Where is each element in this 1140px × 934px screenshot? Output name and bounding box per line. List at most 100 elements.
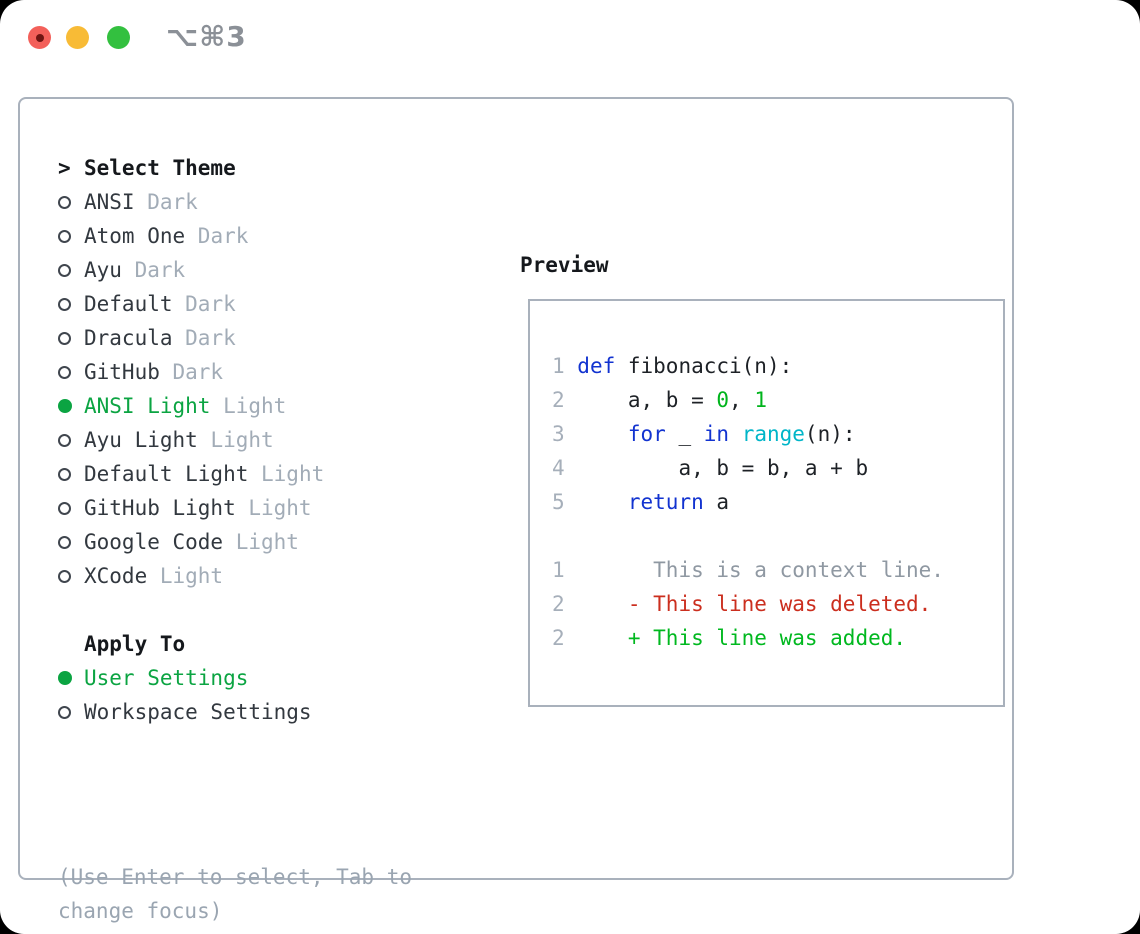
apply-option-workspace-settings[interactable]: Workspace Settings	[58, 695, 312, 729]
apply-option-user-settings[interactable]: User Settings	[58, 661, 312, 695]
help-text-line: change focus)	[58, 899, 223, 923]
code-segment-num: 2	[552, 388, 578, 412]
theme-variant: Light	[210, 394, 287, 418]
theme-option-ansi[interactable]: ANSI Dark	[58, 185, 324, 219]
theme-variant: Light	[147, 564, 224, 588]
code-segment-num: 1	[552, 354, 578, 378]
code-segment-kw: def	[577, 354, 616, 378]
theme-name: Atom One	[84, 224, 186, 248]
theme-name: Google Code	[84, 530, 224, 554]
help-text: (Use Enter to select, Tab to change focus…	[58, 860, 412, 928]
code-segment-ctx: This is a context line.	[564, 558, 944, 582]
code-segment-code	[577, 490, 628, 514]
theme-variant: Dark	[185, 224, 249, 248]
theme-option-google-code[interactable]: Google Code Light	[58, 525, 324, 559]
window-title-shortcut: ⌥⌘3	[166, 20, 247, 53]
code-segment-num: 4	[552, 456, 578, 480]
focus-caret-icon: >	[58, 156, 71, 180]
radio-icon	[58, 263, 84, 277]
theme-option-default-light[interactable]: Default Light Light	[58, 457, 324, 491]
code-segment-code	[729, 422, 742, 446]
apply-option-label: Workspace Settings	[84, 700, 312, 724]
code-segment-kw: in	[703, 422, 730, 446]
code-line	[552, 315, 944, 349]
apply-option-label: User Settings	[84, 666, 249, 690]
code-line: 3 for _ in range(n):	[552, 417, 944, 451]
theme-option-xcode[interactable]: XCode Light	[58, 559, 324, 593]
radio-selected-icon	[58, 671, 84, 685]
radio-selected-icon	[58, 399, 84, 413]
radio-icon	[58, 569, 84, 583]
code-segment-code: a, b = b, a + b	[577, 456, 869, 480]
select-theme-header: > Select Theme	[58, 151, 324, 185]
close-button[interactable]	[28, 26, 51, 49]
theme-variant: Dark	[134, 190, 198, 214]
theme-option-github-light[interactable]: GitHub Light Light	[58, 491, 324, 525]
theme-variant: Light	[197, 428, 274, 452]
theme-name: Ayu Light	[84, 428, 198, 452]
minimize-button[interactable]	[66, 26, 89, 49]
code-segment-num: 1	[552, 558, 565, 582]
code-segment-code: ,	[729, 388, 755, 412]
theme-variant: Light	[223, 530, 299, 554]
theme-variant: Dark	[172, 326, 236, 350]
theme-option-ayu[interactable]: Ayu Dark	[58, 253, 324, 287]
theme-option-github[interactable]: GitHub Dark	[58, 355, 324, 389]
theme-option-ayu-light[interactable]: Ayu Light Light	[58, 423, 324, 457]
help-text-line: (Use Enter to select, Tab to	[58, 865, 413, 889]
code-segment-lit: 0	[716, 388, 730, 412]
code-segment-add: + This line was added.	[564, 626, 907, 650]
radio-icon	[58, 331, 84, 345]
code-line: 5 return a	[552, 485, 944, 519]
theme-variant: Dark	[121, 258, 186, 282]
code-segment-code: fibonacci(n):	[615, 354, 793, 378]
code-segment-num: 5	[552, 490, 578, 514]
code-segment-num: 2	[552, 626, 565, 650]
theme-variant: Dark	[172, 292, 236, 316]
theme-variant: Dark	[159, 360, 224, 384]
radio-icon	[58, 229, 84, 243]
zoom-button[interactable]	[107, 26, 130, 49]
code-segment-code: _	[665, 422, 704, 446]
theme-option-atom-one[interactable]: Atom One Dark	[58, 219, 324, 253]
apply-to-header-label: Apply To	[84, 632, 186, 656]
code-segment-num: 3	[552, 422, 578, 446]
theme-name: Default	[84, 292, 173, 316]
radio-icon	[58, 297, 84, 311]
code-segment-code	[577, 422, 628, 446]
code-line: 2 - This line was deleted.	[552, 587, 944, 621]
preview-header: Preview	[520, 253, 609, 277]
theme-variant: Light	[235, 496, 312, 520]
theme-name: ANSI	[84, 190, 135, 214]
apply-to-header: Apply To	[58, 627, 312, 661]
theme-option-default[interactable]: Default Dark	[58, 287, 324, 321]
code-line: 4 a, b = b, a + b	[552, 451, 944, 485]
code-line: 2 + This line was added.	[552, 621, 944, 655]
theme-name: XCode	[84, 564, 148, 588]
theme-variant: Light	[248, 462, 325, 486]
code-segment-kw: return	[627, 490, 704, 514]
code-segment-code: (n):	[804, 422, 856, 446]
radio-icon	[58, 467, 84, 481]
code-line	[552, 519, 944, 553]
code-line: 1 def fibonacci(n):	[552, 349, 944, 383]
theme-name: Dracula	[84, 326, 173, 350]
theme-name: Default Light	[84, 462, 249, 486]
theme-option-ansi-light[interactable]: ANSI Light Light	[58, 389, 324, 423]
theme-name: ANSI Light	[84, 394, 211, 418]
theme-name: Ayu	[84, 258, 122, 282]
radio-icon	[58, 705, 84, 719]
code-line: 1 This is a context line.	[552, 553, 944, 587]
code-segment-del: - This line was deleted.	[564, 592, 932, 616]
theme-option-dracula[interactable]: Dracula Dark	[58, 321, 324, 355]
radio-icon	[58, 535, 84, 549]
radio-icon	[58, 365, 84, 379]
radio-icon	[58, 195, 84, 209]
code-line: 2 a, b = 0, 1	[552, 383, 944, 417]
